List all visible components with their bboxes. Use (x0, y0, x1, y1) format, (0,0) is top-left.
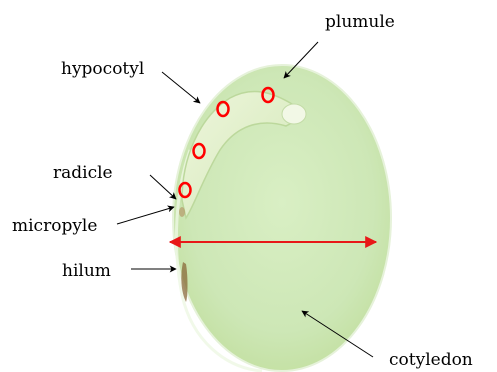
micropyle-mark (179, 207, 185, 217)
seed (173, 65, 391, 371)
micropyle-label: micropyle (12, 216, 97, 236)
cotyledon-label: cotyledon (389, 350, 473, 370)
radicle-label: radicle (53, 163, 113, 183)
hilum-label: hilum (62, 261, 111, 281)
radicle-arrow (150, 175, 176, 199)
hypocotyl-label: hypocotyl (61, 59, 144, 79)
micropyle-arrow (117, 207, 174, 224)
plumule-tip (282, 104, 306, 124)
plumule-label: plumule (325, 12, 395, 32)
hypocotyl-arrow (162, 72, 200, 103)
